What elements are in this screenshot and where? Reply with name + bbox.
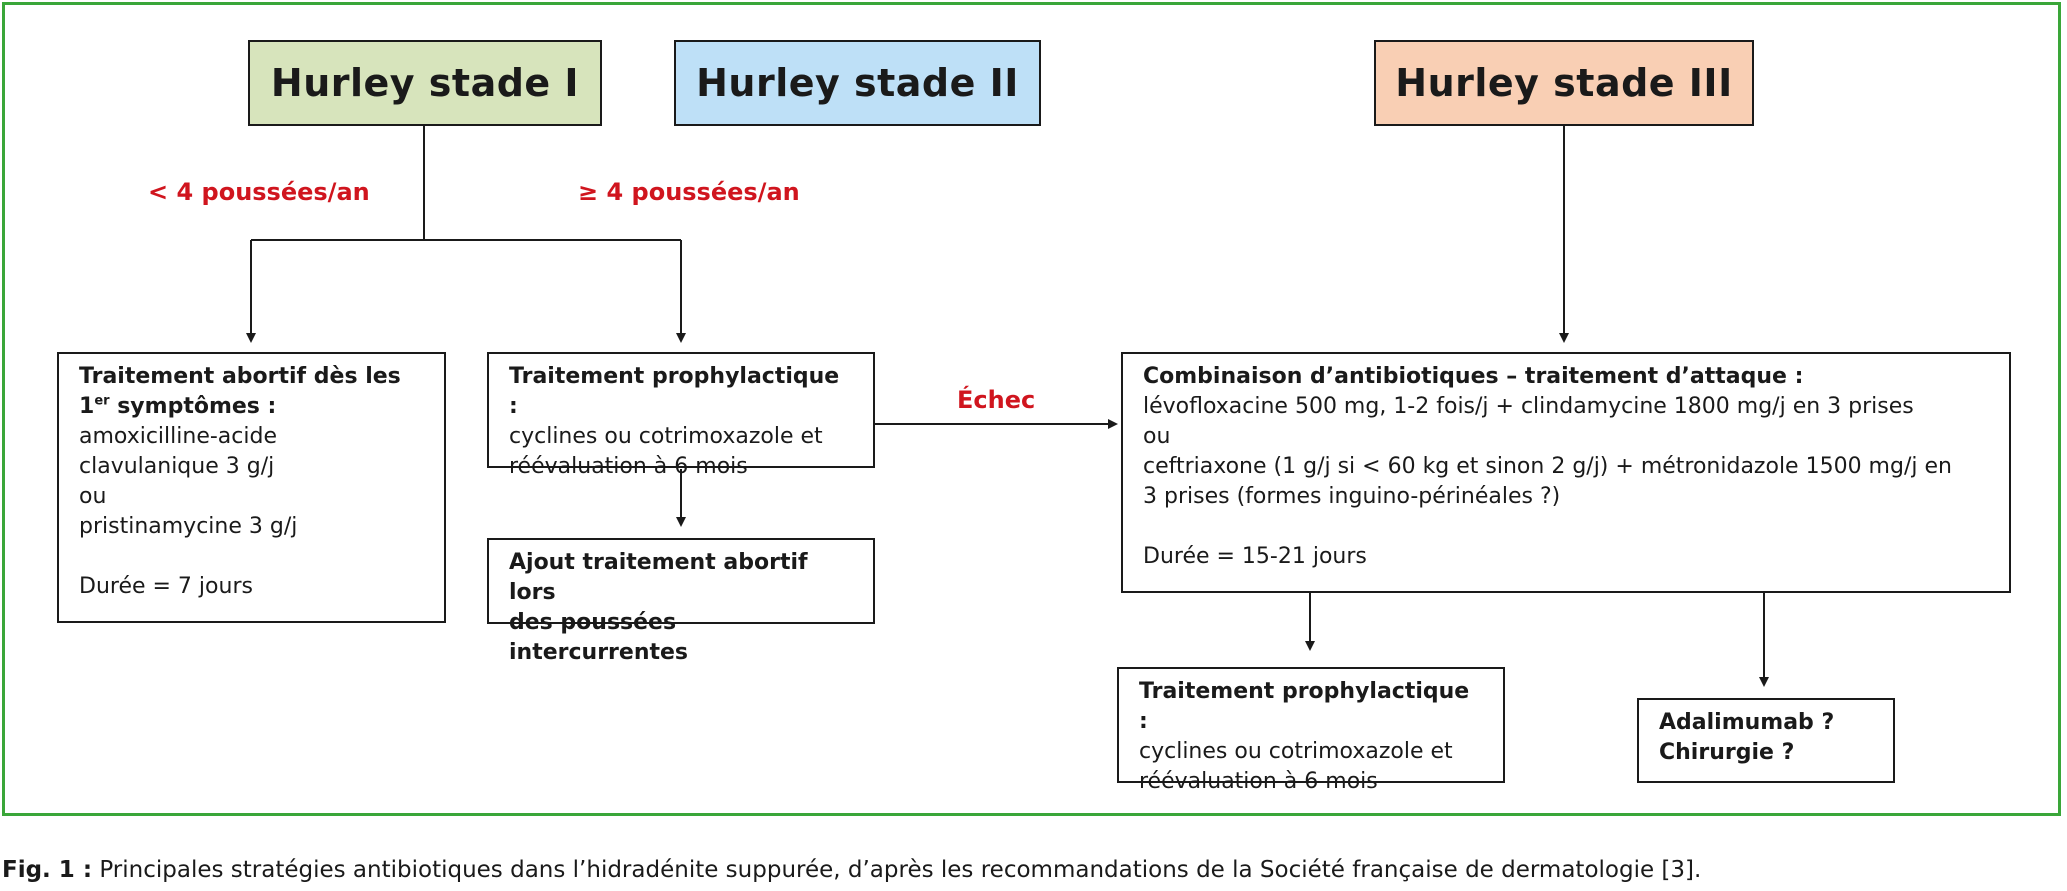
abortive-line: ou [79, 484, 107, 509]
prophylactic2-line: cyclines ou cotrimoxazole et [1139, 739, 1453, 764]
add-abortive-line: des poussées intercurrentes [509, 610, 689, 665]
hurley-stage-1: Hurley stade I [248, 40, 602, 126]
add-abortive-line: Ajout traitement abortif lors [509, 550, 808, 605]
abortive-duration: Durée = 7 jours [79, 574, 253, 599]
combination-line: ou [1143, 424, 1171, 449]
hurley-stage-3: Hurley stade III [1374, 40, 1754, 126]
biologic-line: Chirurgie ? [1659, 740, 1795, 765]
figure-caption: Fig. 1 : Principales stratégies antibiot… [2, 857, 1701, 883]
add-abortive-box: Ajout traitement abortif lors des poussé… [487, 538, 875, 665]
combination-title: Combinaison d’antibiotiques – traitement… [1143, 364, 1804, 389]
condition-less-than-4: < 4 poussées/an [148, 178, 370, 206]
abortive-line: pristinamycine 3 g/j [79, 514, 298, 539]
caption-label: Fig. 1 : [2, 857, 93, 883]
prophylactic2-line: réévaluation à 6 mois [1139, 769, 1378, 794]
abortive-line: amoxicilline-acide [79, 424, 277, 449]
abortive-treatment-title: Traitement abortif dès les 1er symptômes… [79, 364, 401, 419]
combination-line: lévofloxacine 500 mg, 1-2 fois/j + clind… [1143, 394, 1914, 419]
failure-label: Échec [957, 386, 1036, 414]
combination-line: 3 prises (formes inguino-périnéales ?) [1143, 484, 1561, 509]
figure-frame [2, 2, 2061, 816]
prophylactic-line: cyclines ou cotrimoxazole et [509, 424, 823, 449]
prophylactic-treatment-box-2: Traitement prophylactique : cyclines ou … [1117, 667, 1505, 794]
combination-line: ceftriaxone (1 g/j si < 60 kg et sinon 2… [1143, 454, 1952, 479]
caption-text: Principales stratégies antibiotiques dan… [92, 857, 1702, 883]
hurley-stage-2: Hurley stade II [674, 40, 1041, 126]
abortive-treatment-box: Traitement abortif dès les 1er symptômes… [57, 352, 446, 623]
prophylactic-title: Traitement prophylactique : [509, 364, 840, 419]
prophylactic2-title: Traitement prophylactique : [1139, 679, 1470, 734]
antibiotic-combination-box: Combinaison d’antibiotiques – traitement… [1121, 352, 2011, 593]
abortive-line: clavulanique 3 g/j [79, 454, 275, 479]
hurley-stage-2-label: Hurley stade II [696, 61, 1019, 105]
prophylactic-line: réévaluation à 6 mois [509, 454, 748, 479]
hurley-stage-1-label: Hurley stade I [270, 61, 580, 105]
hurley-stage-3-label: Hurley stade III [1395, 61, 1733, 105]
combination-duration: Durée = 15-21 jours [1143, 544, 1367, 569]
condition-at-least-4: ≥ 4 poussées/an [578, 178, 800, 206]
biologic-line: Adalimumab ? [1659, 710, 1835, 735]
prophylactic-treatment-box: Traitement prophylactique : cyclines ou … [487, 352, 875, 479]
biologic-surgery-box: Adalimumab ? Chirurgie ? [1637, 698, 1895, 783]
